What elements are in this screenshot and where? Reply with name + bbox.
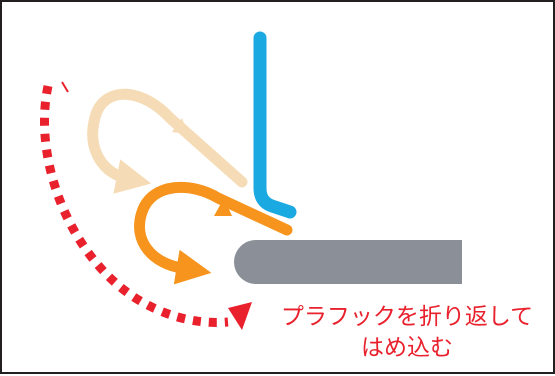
base-plate [234,240,462,284]
dotted-curved-arrow-icon [40,85,229,327]
faded-tab-notch [172,118,188,134]
faded-tab-tip [113,159,152,194]
orange-tab-body [134,181,293,274]
orange-tab-notch [214,198,232,216]
red-arrowhead-icon [228,302,252,330]
caption-line-2: はめ込む [361,335,453,361]
orange-tab-tip [173,249,212,285]
orange-hook-tab [134,181,293,285]
faded-tab-body [87,88,248,188]
faded-hook-tab [87,88,248,194]
dotted-arrow-dash-top [61,81,69,93]
caption-line-1: プラフックを折り返して [280,304,534,330]
blue-strap [253,31,297,219]
